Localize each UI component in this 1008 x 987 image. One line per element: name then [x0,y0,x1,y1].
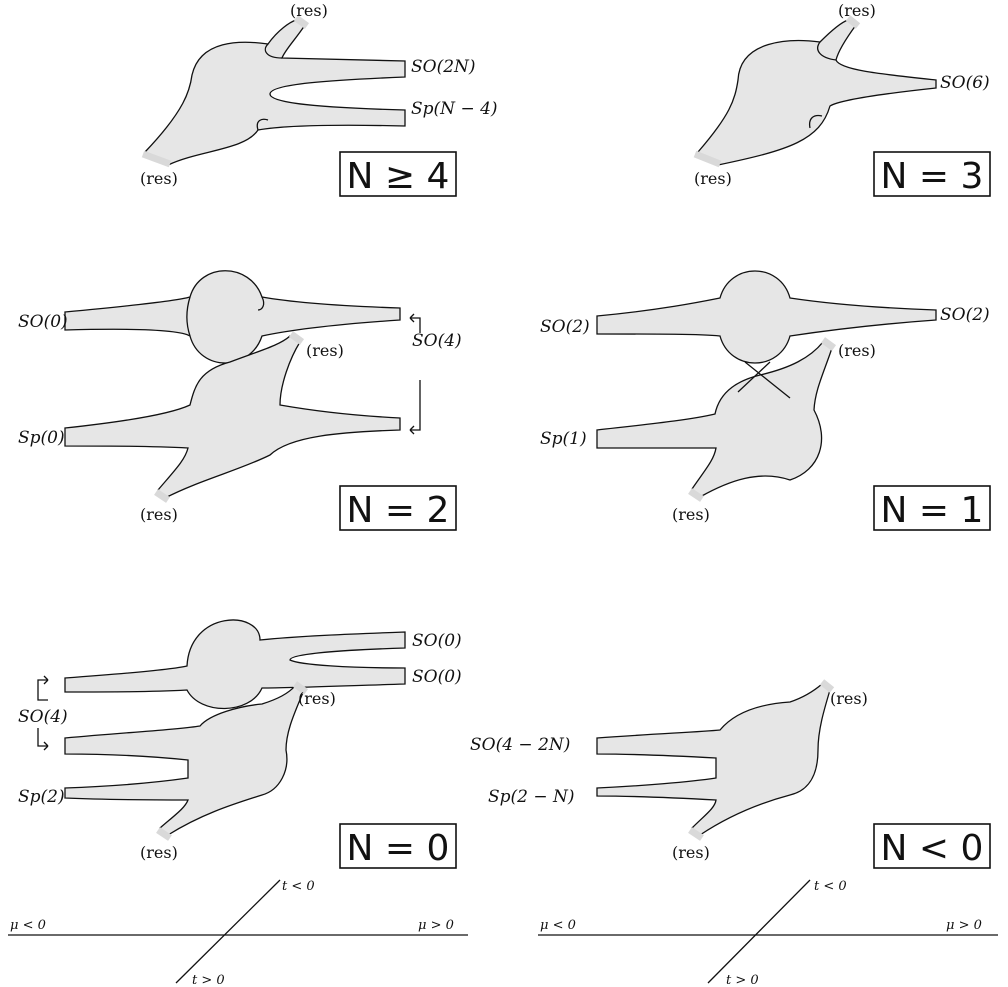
res-top-label: (res) [306,341,344,360]
group-label-so-0-a: SO(0) [412,631,462,651]
brane-shape-upper [64,619,406,710]
group-label-so-4: SO(4) [412,331,462,351]
case-label: N < 0 [881,828,984,869]
group-label-so-0: SO(0) [18,312,68,332]
group-label-so-6: SO(6) [940,73,990,93]
mu-positive-label: μ > 0 [946,918,982,933]
case-label: N = 2 [347,490,450,531]
t-axis [707,879,811,984]
group-label-sp-0: Sp(0) [18,428,65,448]
case-box [873,485,991,531]
brane-shape [596,683,831,836]
group-label-so-2n: SO(2N) [411,57,476,77]
panel-n-eq-3: (res) (res) SO(6) N = 3 [693,1,991,197]
axes-right: μ < 0 μ > 0 t < 0 t > 0 [538,879,998,987]
mu-positive-label: μ > 0 [418,918,454,933]
case-box [339,485,457,531]
res-bottom-label: (res) [694,169,732,188]
group-label-so-2-left: SO(2) [540,317,590,337]
t-negative-label: t < 0 [814,879,847,894]
brane-shape-lower [64,335,401,499]
axes-left: μ < 0 μ > 0 t < 0 t > 0 [8,879,468,987]
case-box [339,151,457,197]
res-bottom-label: (res) [140,843,178,862]
t-negative-label: t < 0 [282,879,315,894]
res-top-label: (res) [290,1,328,20]
t-positive-label: t > 0 [192,973,225,987]
res-bottom-label: (res) [140,169,178,188]
brane-shape-lower [64,685,305,836]
case-label: N = 1 [881,490,984,531]
group-label-sp-1: Sp(1) [540,429,587,449]
group-label-so-2-right: SO(2) [940,305,990,325]
panel-n-eq-2: (res) (res) SO(0) Sp(0) SO(4) N = 2 [18,270,462,531]
brane-shape [143,19,406,166]
group-label-so-4: SO(4) [18,707,68,727]
case-box [873,823,991,869]
group-label-sp-2: Sp(2) [18,787,65,807]
panel-n-eq-1: (res) (res) SO(2) SO(2) Sp(1) N = 1 [540,270,991,531]
group-label-sp-2-n: Sp(2 − N) [488,787,575,807]
res-top-label: (res) [298,689,336,708]
t-positive-label: t > 0 [726,973,759,987]
mu-negative-label: μ < 0 [10,918,46,933]
group-label-so-4-2n: SO(4 − 2N) [470,735,570,755]
brane-shape-lower [596,341,833,498]
case-label: N = 3 [881,156,984,197]
case-label: N ≥ 4 [347,156,450,197]
case-box [873,151,991,197]
res-bottom-label: (res) [140,505,178,524]
panel-n-ge-4: (res) (res) SO(2N) Sp(N − 4) N ≥ 4 [140,1,498,197]
brane-shape-upper [596,270,937,364]
group-label-so-0-b: SO(0) [412,667,462,687]
case-label: N = 0 [347,828,450,869]
mu-negative-label: μ < 0 [540,918,576,933]
res-bottom-label: (res) [672,843,710,862]
brane-shape-upper [64,270,401,364]
res-bottom-label: (res) [672,505,710,524]
case-box [339,823,457,869]
res-top-label: (res) [838,1,876,20]
panel-n-lt-0: (res) (res) SO(4 − 2N) Sp(2 − N) N < 0 [470,679,991,869]
res-top-label: (res) [838,341,876,360]
panel-n-eq-0: (res) (res) SO(0) SO(0) SO(4) Sp(2) N = … [18,619,462,869]
t-axis [175,879,281,984]
res-top-label: (res) [830,689,868,708]
group-label-sp-n-4: Sp(N − 4) [411,99,498,119]
brane-shape [697,19,937,166]
